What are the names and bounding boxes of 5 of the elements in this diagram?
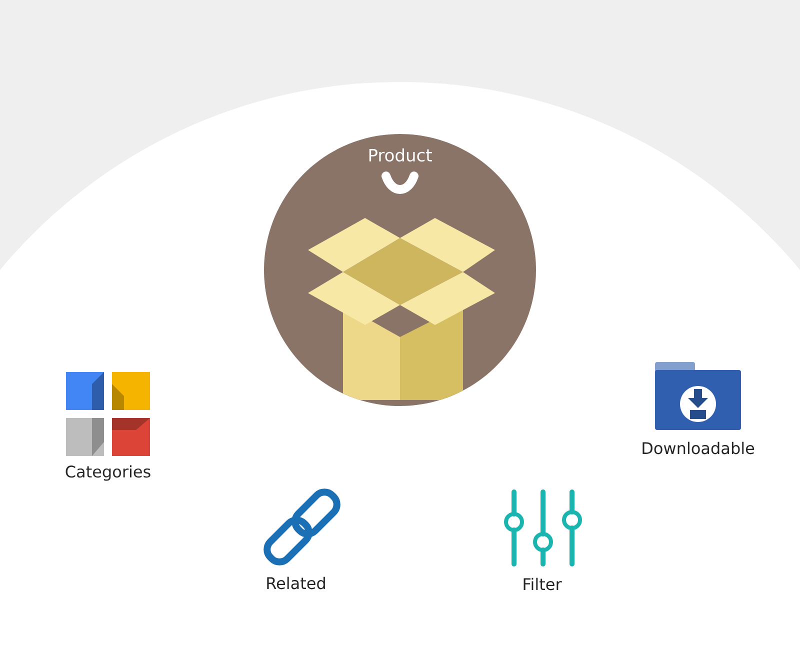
icon-label: Categories (66, 465, 150, 481)
icon-label: Downloadable (642, 442, 754, 454)
icon-label: Filter (524, 578, 562, 590)
icon-label: Related (267, 576, 325, 590)
circle-title: Product (369, 148, 432, 162)
